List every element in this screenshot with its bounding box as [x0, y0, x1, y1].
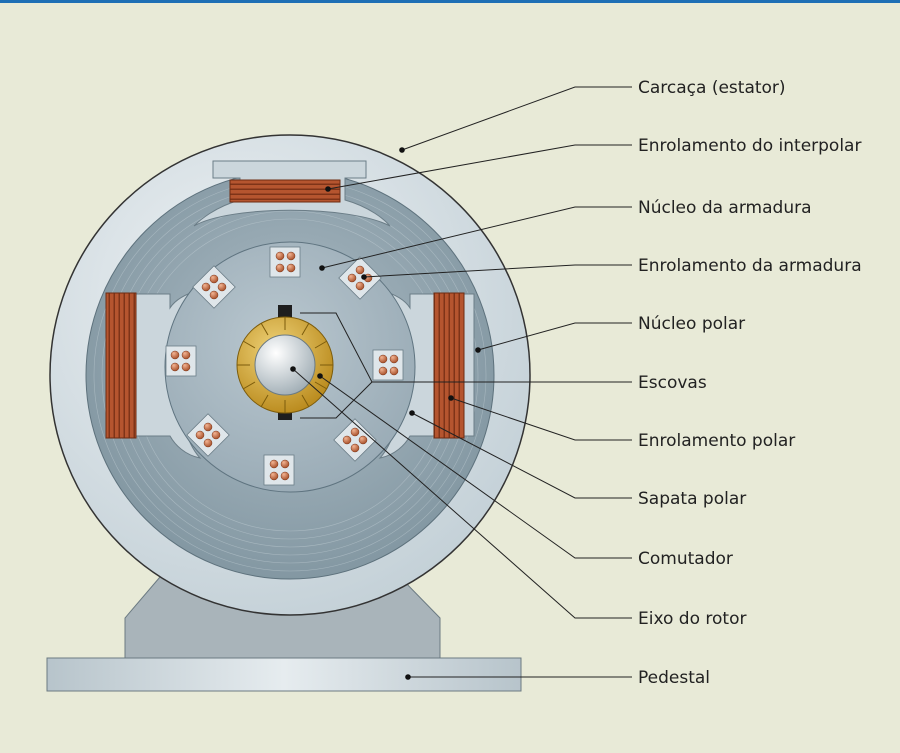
label-frame: Carcaça (estator) — [638, 78, 786, 98]
armature-slot — [269, 246, 301, 278]
label-brushes: Escovas — [638, 373, 707, 393]
armature-slot — [372, 349, 404, 381]
armature-slot — [333, 418, 377, 462]
leader-commutator — [319, 375, 632, 559]
right-pole-winding — [433, 292, 465, 439]
interpole-top — [193, 160, 391, 227]
leader-interpole-winding — [327, 144, 632, 190]
label-interpole-winding: Enrolamento do interpolar — [638, 136, 861, 156]
leader-frame — [401, 86, 632, 151]
label-base: Pedestal — [638, 668, 710, 688]
armature-slot — [192, 265, 236, 309]
interpole-winding-coil — [229, 179, 341, 203]
armature-slot — [338, 256, 382, 300]
leader-field-winding — [450, 397, 632, 441]
rotor-shaft — [254, 334, 316, 396]
pedestal-base — [46, 657, 522, 692]
leader-pole-shoe — [411, 412, 632, 499]
label-armature-winding: Enrolamento da armadura — [638, 256, 862, 276]
component-labels: Carcaça (estator) Enrolamento do interpo… — [638, 78, 862, 688]
label-armature-core: Núcleo da armadura — [638, 198, 812, 218]
leader-brushes-a — [300, 312, 632, 383]
label-commutator: Comutador — [638, 549, 733, 569]
armature-slots — [165, 246, 404, 486]
leader-endpoints — [290, 147, 481, 680]
armature-slot — [165, 345, 197, 377]
label-pole-core: Núcleo polar — [638, 314, 745, 334]
left-pole-winding — [105, 292, 137, 439]
label-pole-shoe: Sapata polar — [638, 489, 746, 509]
leader-armature-winding — [363, 264, 632, 278]
leader-pole-core — [477, 322, 632, 351]
label-shaft: Eixo do rotor — [638, 609, 746, 629]
armature-winding-conductors — [170, 251, 399, 481]
leader-shaft — [292, 368, 632, 619]
armature-slot — [186, 413, 230, 457]
label-field-winding: Enrolamento polar — [638, 431, 795, 451]
top-accent-bar — [0, 0, 900, 3]
leader-lines — [292, 86, 632, 678]
armature-slot — [263, 454, 295, 486]
leader-brushes-b — [300, 381, 373, 419]
leader-armature-core — [321, 206, 632, 269]
